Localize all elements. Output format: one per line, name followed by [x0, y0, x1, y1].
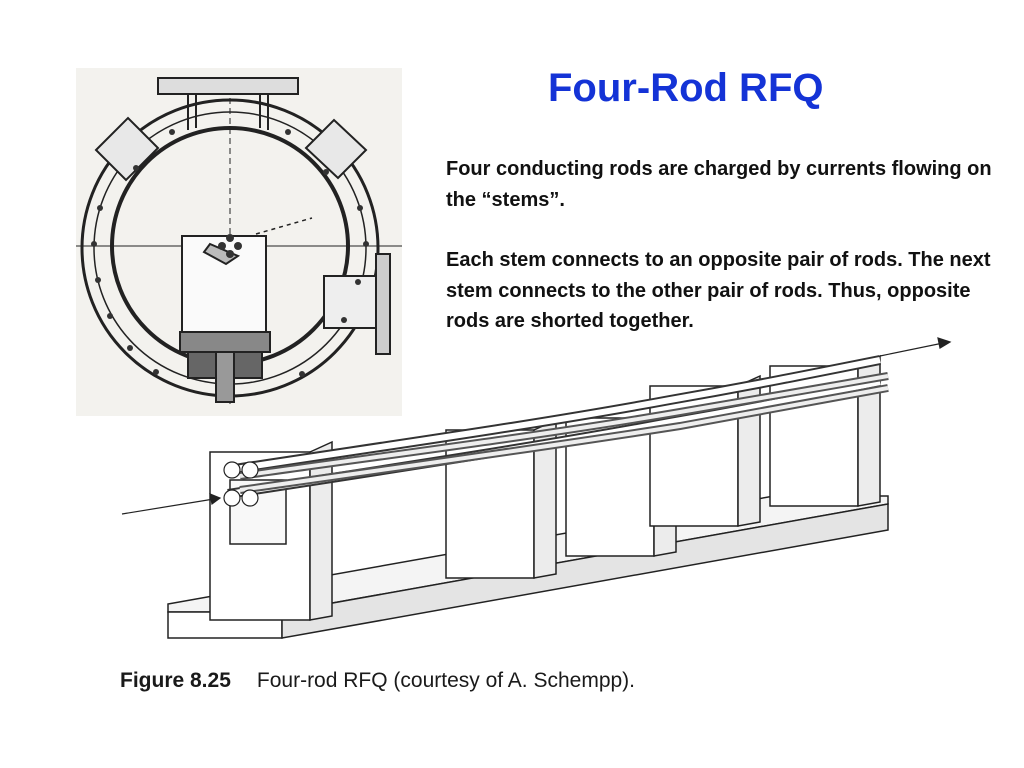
figure-caption: Figure 8.25 Four-rod RFQ (courtesy of A. …: [120, 669, 635, 693]
figure-caption-text: Four-rod RFQ (courtesy of A. Schempp).: [256, 669, 636, 692]
rod-group: [223, 355, 889, 507]
cross-section-drawing: [76, 77, 402, 408]
slide-body: Four conducting rods are charged by curr…: [446, 154, 1016, 367]
slide-title: Four-Rod RFQ: [548, 66, 824, 110]
beam-arrow: [121, 337, 952, 515]
figure-label: Figure 8.25: [120, 669, 231, 692]
rfq-cross-section-figure: [76, 68, 402, 416]
four-rod-rfq-figure: [110, 330, 960, 650]
four-rod-drawing: [121, 337, 952, 639]
paragraph-stems: Four conducting rods are charged by curr…: [446, 158, 992, 211]
paragraph-pairs: Each stem connects to an opposite pair o…: [446, 249, 991, 332]
